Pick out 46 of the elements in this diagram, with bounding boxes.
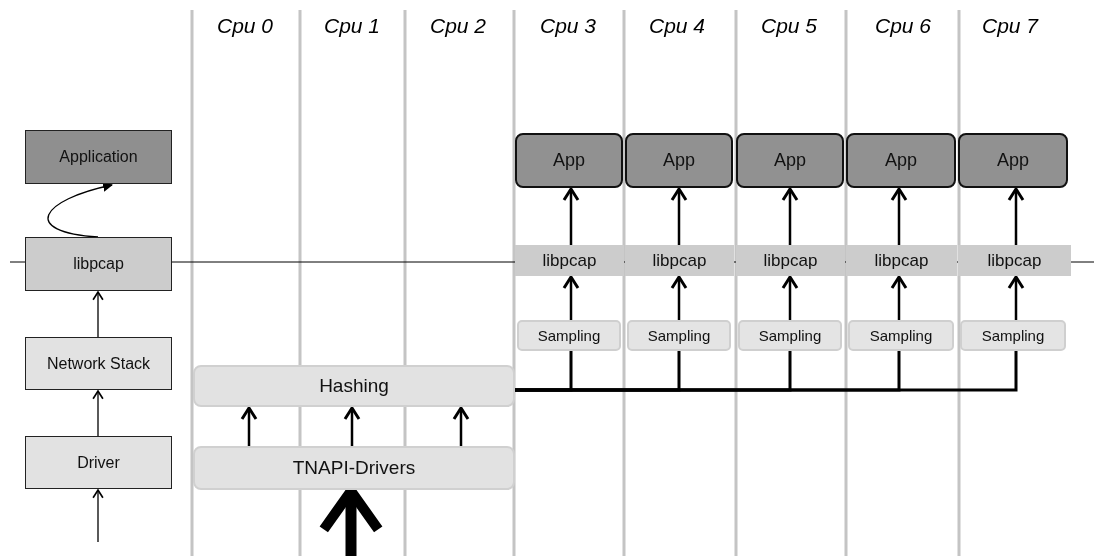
app-box: App <box>958 133 1068 188</box>
arrow <box>670 187 688 245</box>
arrow <box>781 275 799 320</box>
arrow <box>1007 187 1025 245</box>
arrow <box>1007 275 1025 320</box>
arrow <box>92 291 104 338</box>
sampling-box: Sampling <box>738 320 842 351</box>
arrow <box>92 390 104 437</box>
arrow <box>562 275 580 320</box>
arrow <box>670 275 688 320</box>
layer-box: libpcap <box>25 237 172 291</box>
cpu-label: Cpu 2 <box>430 14 486 38</box>
app-box: App <box>736 133 844 188</box>
process-bar: TNAPI-Drivers <box>193 446 515 490</box>
arrow <box>890 275 908 320</box>
layer-box: Application <box>25 130 172 184</box>
app-box: App <box>625 133 733 188</box>
cpu-label: Cpu 4 <box>649 14 705 38</box>
cpu-label: Cpu 1 <box>324 14 380 38</box>
library-bar: libpcap <box>958 245 1071 276</box>
arrow <box>343 406 361 446</box>
cpu-label: Cpu 5 <box>761 14 817 38</box>
arrow <box>92 489 104 543</box>
arrow <box>890 187 908 245</box>
app-box: App <box>515 133 623 188</box>
arrow <box>452 406 470 446</box>
cpu-label: Cpu 0 <box>217 14 273 38</box>
app-box: App <box>846 133 956 188</box>
cpu-label: Cpu 6 <box>875 14 931 38</box>
cpu-label: Cpu 7 <box>982 14 1038 38</box>
library-bar: libpcap <box>515 245 624 276</box>
sampling-box: Sampling <box>960 320 1066 351</box>
library-bar: libpcap <box>625 245 734 276</box>
library-bar: libpcap <box>846 245 957 276</box>
arrow <box>240 406 258 446</box>
arrow <box>781 187 799 245</box>
sampling-box: Sampling <box>627 320 731 351</box>
library-bar: libpcap <box>736 245 845 276</box>
layer-box: Network Stack <box>25 337 172 390</box>
sampling-box: Sampling <box>517 320 621 351</box>
layer-box: Driver <box>25 436 172 489</box>
sampling-box: Sampling <box>848 320 954 351</box>
cpu-label: Cpu 3 <box>540 14 596 38</box>
process-bar: Hashing <box>193 365 515 407</box>
arrow <box>47 182 113 238</box>
arrow <box>562 187 580 245</box>
